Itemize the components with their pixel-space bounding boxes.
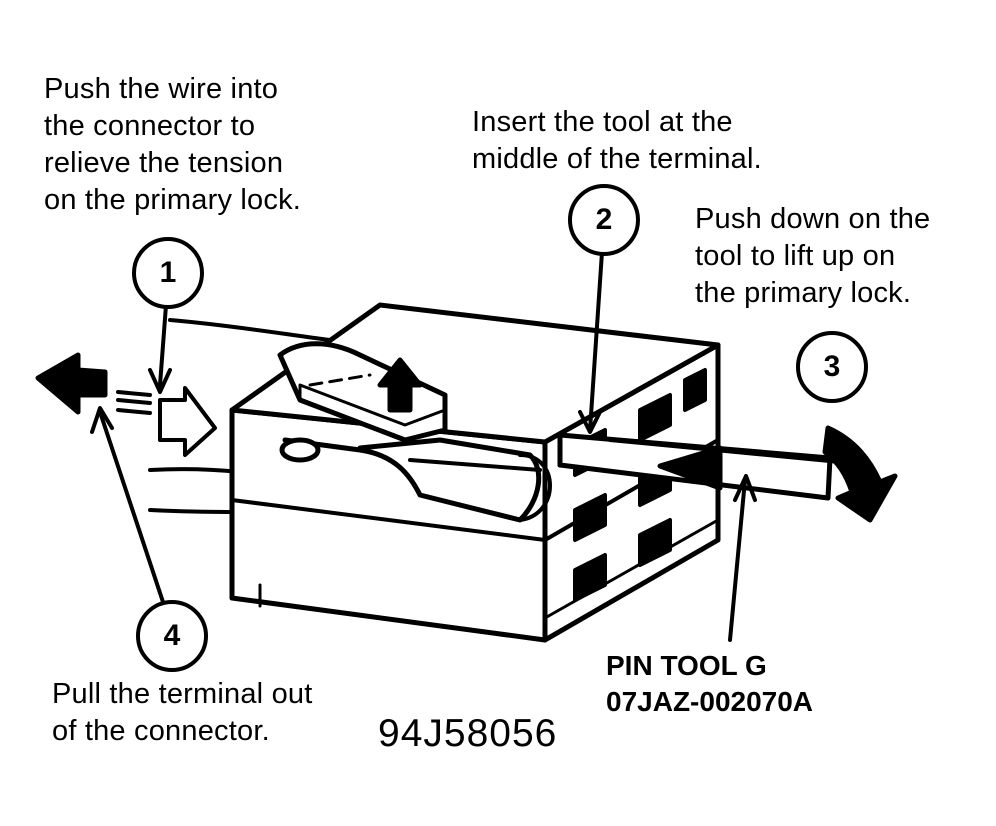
step-number-1: 1 (159, 256, 177, 289)
step-circle-3 (796, 331, 868, 403)
caption-line: tool to lift up on (695, 240, 896, 272)
arrow-lift-up (377, 357, 423, 413)
caption-line: the connector to (44, 110, 256, 142)
caption-line: Push the wire into (44, 73, 279, 105)
step-3-caption: Push down on the tool to lift up on the … (695, 205, 930, 316)
caption-line: of the connector. (52, 715, 270, 747)
arrow-push-down (822, 425, 898, 523)
step-2-caption: Insert the tool at the middle of the ter… (472, 108, 762, 182)
wire-line (148, 467, 242, 474)
step-circle-2 (568, 184, 640, 256)
leader-line-2 (588, 250, 604, 432)
primary-lock-latch (277, 341, 448, 443)
pin-tool-label: PIN TOOL G 07JAZ-002070A (606, 652, 813, 724)
caption-line: Pull the terminal out (52, 678, 313, 710)
connector-base-line (258, 518, 720, 620)
arrow-insert-tool (657, 445, 723, 491)
step-circle-1 (132, 237, 204, 309)
terminal-pin (282, 437, 542, 523)
step-4-caption: Pull the terminal out of the connector. (52, 680, 313, 754)
step-number-2: 2 (595, 203, 613, 236)
leader-line-4 (98, 410, 165, 604)
step-1-caption: Push the wire into the connector to reli… (44, 75, 301, 223)
leader-line-tool (728, 478, 747, 642)
caption-line: on the primary lock. (44, 184, 302, 216)
step-circle-4 (136, 600, 208, 672)
tool-part-number: 07JAZ-002070A (606, 686, 814, 717)
caption-line: Push down on the (695, 203, 931, 235)
figure-code: 94J58056 (378, 712, 558, 755)
step-number-3: 3 (823, 350, 841, 383)
arrow-push-wire (158, 386, 217, 457)
caption-line: middle of the terminal. (472, 143, 762, 175)
caption-line: the primary lock. (695, 277, 912, 309)
step-number-4: 4 (163, 619, 181, 652)
caption-line: relieve the tension (44, 147, 284, 179)
wire-line (168, 318, 332, 342)
wire-line (148, 508, 242, 514)
arrow-pull-out (35, 352, 108, 415)
caption-line: Insert the tool at the (472, 106, 733, 138)
tool-name: PIN TOOL G (606, 650, 767, 681)
